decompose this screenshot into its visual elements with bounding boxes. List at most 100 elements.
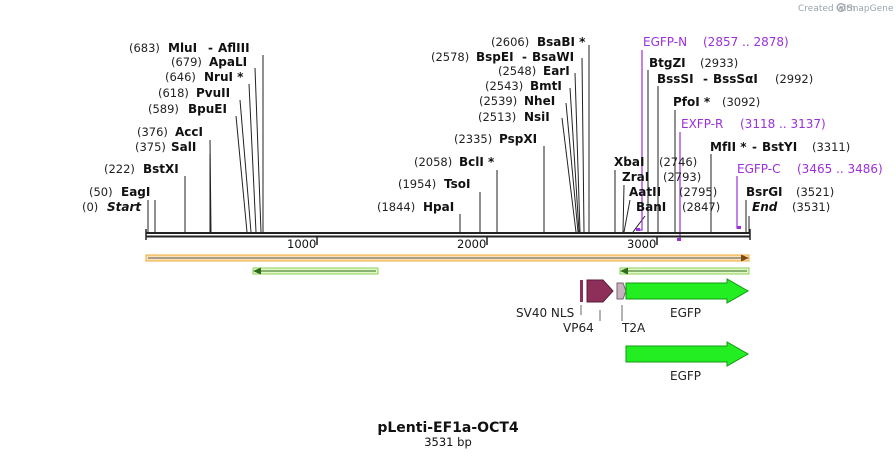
svg-text:BstYI: BstYI (762, 140, 797, 154)
acci-line (209, 139, 212, 233)
egfp-c-line (736, 176, 741, 229)
svg-text:(1954): (1954) (398, 177, 436, 191)
aatii-line (623, 199, 631, 233)
svg-text:BsaBI *: BsaBI * (537, 35, 586, 49)
orf-reverse-right[interactable] (619, 267, 750, 275)
svg-text:ApaLI: ApaLI (209, 55, 247, 69)
feature-vp64[interactable]: VP64 (563, 279, 614, 335)
site-label-pfoi[interactable]: PfoI * (3092) (673, 95, 760, 109)
svg-text:(618): (618) (158, 86, 189, 100)
site-label-bspei-bsawi[interactable]: (2578) BspEI - BsaWI (431, 50, 574, 64)
svg-text:(646): (646) (165, 70, 196, 84)
svg-text:EGFP-C: EGFP-C (737, 162, 780, 176)
site-label-eari[interactable]: (2548) EarI (498, 64, 570, 78)
site-label-bsabi[interactable]: (2606) BsaBI * (491, 35, 586, 49)
site-label-bsssi-bsssai[interactable]: BssSI - BssSαI (2992) (657, 72, 813, 86)
svg-text:(2548): (2548) (498, 64, 536, 78)
site-label-bcli[interactable]: (2058) BclI * (414, 155, 495, 169)
site-label-mfii-bstyi[interactable]: MfII * - BstYI (3311) (710, 140, 850, 154)
svg-text:(2933): (2933) (700, 56, 738, 70)
site-label-bani[interactable]: BanI (2847) (636, 200, 720, 214)
site-label-apali[interactable]: (679) ApaLI (171, 55, 247, 69)
primer-label-egfp-c[interactable]: EGFP-C (3465 .. 3486) (737, 162, 883, 176)
site-label-bmti[interactable]: (2543) BmtI (485, 79, 562, 93)
site-label-tsoi[interactable]: (1954) TsoI (398, 177, 470, 191)
svg-text:(2058): (2058) (414, 155, 452, 169)
site-label-btgzi[interactable]: BtgZI (2933) (649, 56, 738, 70)
svg-text:MfII *: MfII * (710, 140, 747, 154)
site-label-start[interactable]: (0) Start (82, 200, 142, 214)
svg-text:BssSI: BssSI (657, 72, 694, 86)
svg-text:(2746): (2746) (659, 155, 697, 169)
site-label-pvuii[interactable]: (618) PvuII (158, 86, 230, 100)
svg-text:(50): (50) (89, 185, 113, 199)
feature-egfp-1[interactable]: EGFP (625, 278, 750, 320)
site-label-xbai[interactable]: XbaI (2746) (614, 155, 697, 169)
egfp-c-primer-mark (737, 226, 741, 229)
svg-text:-: - (522, 50, 527, 64)
snapgene-brand: SnapGene (847, 4, 894, 14)
site-label-bstxi[interactable]: (222) BstXI (104, 162, 179, 176)
svg-text:1000: 1000 (287, 237, 316, 251)
site-label-sali[interactable]: (375) SalI (135, 140, 196, 154)
svg-text:(0): (0) (82, 200, 98, 214)
svg-text:NsiI: NsiI (524, 110, 550, 124)
svg-text:BsaWI: BsaWI (532, 50, 574, 64)
svg-text:2000: 2000 (457, 237, 486, 251)
svg-text:(2606): (2606) (491, 35, 529, 49)
orf-reverse-left[interactable] (252, 267, 379, 275)
site-label-pspxi[interactable]: (2335) PspXI (454, 132, 537, 146)
primer-label-exfp-r[interactable]: EXFP-R (3118 .. 3137) (681, 117, 826, 131)
svg-text:XbaI: XbaI (614, 155, 644, 169)
site-label-bsrgi[interactable]: BsrGI (3521) (746, 185, 834, 199)
svg-text:EagI: EagI (121, 185, 150, 199)
svg-text:End: End (752, 200, 778, 214)
svg-text:TsoI: TsoI (444, 177, 470, 191)
site-label-nrui[interactable]: (646) NruI * (165, 70, 244, 84)
svg-text:(3311): (3311) (812, 140, 850, 154)
zrai-line (622, 184, 625, 233)
feature-sv40-nls[interactable]: SV40 NLS (516, 280, 583, 320)
site-label-zrai[interactable]: ZraI (2793) (622, 170, 701, 184)
svg-text:(2793): (2793) (663, 170, 701, 184)
svg-text:(2513): (2513) (478, 110, 516, 124)
eari-line (574, 72, 581, 233)
svg-text:AatII: AatII (629, 185, 661, 199)
svg-text:EarI: EarI (543, 64, 570, 78)
svg-text:BssSαI: BssSαI (713, 72, 758, 86)
svg-text:BtgZI: BtgZI (649, 56, 686, 70)
svg-text:PspXI: PspXI (499, 132, 537, 146)
nsii-line (561, 117, 577, 233)
svg-text:PvuII: PvuII (196, 86, 230, 100)
bspei-line (581, 57, 585, 233)
orf-forward-full[interactable] (145, 254, 750, 262)
svg-text:(679): (679) (171, 55, 202, 69)
svg-text:(3521): (3521) (796, 185, 834, 199)
site-connectors (147, 45, 750, 233)
svg-text:AccI: AccI (175, 125, 203, 139)
ruler-tick-2000: 2000 (457, 237, 488, 251)
svg-text:(2539): (2539) (479, 94, 517, 108)
site-label-nhei[interactable]: (2539) NheI (479, 94, 555, 108)
svg-text:BstXI: BstXI (143, 162, 179, 176)
svg-text:(222): (222) (104, 162, 135, 176)
site-label-end[interactable]: End (3531) (752, 200, 830, 214)
site-label-nsii[interactable]: (2513) NsiI (478, 110, 550, 124)
site-label-eagi[interactable]: (50) EagI (89, 185, 150, 199)
svg-text:(2857 .. 2878): (2857 .. 2878) (703, 35, 789, 49)
site-label-aatii[interactable]: AatII (2795) (629, 185, 717, 199)
ruler-tick-1000: 1000 (287, 237, 318, 251)
svg-text:(375): (375) (135, 140, 166, 154)
site-label-acci[interactable]: (376) AccI (137, 125, 203, 139)
plasmid-title: pLenti-EF1a-OCT4 (377, 420, 519, 436)
primer-label-egfp-n[interactable]: EGFP-N (2857 .. 2878) (643, 35, 789, 49)
svg-text:(589): (589) (148, 102, 179, 116)
site-label-bpuei[interactable]: (589) BpuEI (148, 102, 227, 116)
svg-text:SV40 NLS: SV40 NLS (516, 306, 574, 320)
site-label-hpai[interactable]: (1844) HpaI (377, 200, 454, 214)
svg-text:SalI: SalI (171, 140, 196, 154)
feature-t2a[interactable]: T2A (616, 282, 646, 335)
site-label-mlui-aflIII[interactable]: (683) MluI - AflIII (129, 41, 250, 55)
feature-egfp-2[interactable]: EGFP (625, 341, 750, 383)
